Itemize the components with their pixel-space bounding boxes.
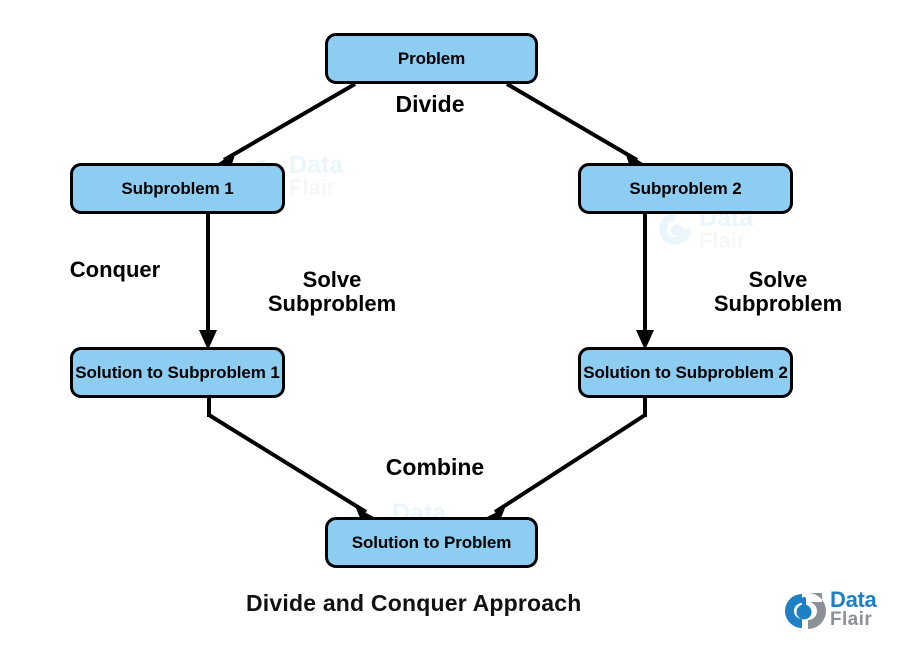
- dataflair-logo-text: Data Flair: [830, 589, 877, 629]
- diagram-caption: Divide and Conquer Approach: [246, 590, 582, 616]
- dataflair-logo: Data Flair: [778, 585, 896, 637]
- node-problem[interactable]: Problem: [325, 33, 538, 84]
- node-solution-problem[interactable]: Solution to Problem: [325, 517, 538, 568]
- node-subproblem-1[interactable]: Subproblem 1: [70, 163, 285, 214]
- logo-data-text: Data: [830, 587, 877, 612]
- node-solution-subproblem-2[interactable]: Solution to Subproblem 2: [578, 347, 793, 398]
- arrow-subproblem2-to-solution2: [636, 214, 654, 350]
- edge-label-divide: Divide: [395, 91, 465, 117]
- logo-flair-text: Flair: [830, 608, 873, 630]
- edge-label-solve-subproblem-right: Solve Subproblem: [713, 267, 843, 317]
- arrow-subproblem1-to-solution1: [199, 214, 217, 350]
- node-subproblem-2[interactable]: Subproblem 2: [578, 163, 793, 214]
- dataflair-logo-mark-icon: [785, 593, 826, 629]
- edge-label-conquer: Conquer: [69, 257, 161, 282]
- edge-label-combine: Combine: [385, 454, 485, 480]
- node-solution-subproblem-1[interactable]: Solution to Subproblem 1: [70, 347, 285, 398]
- edge-label-solve-subproblem-left: Solve Subproblem: [267, 267, 397, 317]
